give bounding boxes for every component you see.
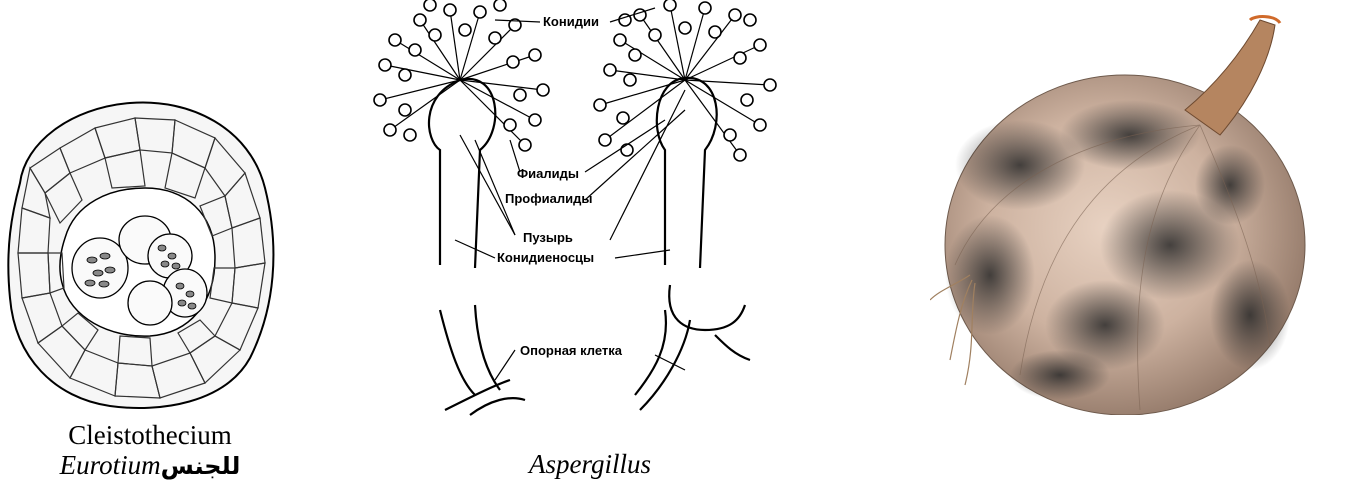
label-foot-cell: Опорная клетка xyxy=(520,343,623,358)
label-prophialides: Профиалиды xyxy=(505,191,592,206)
cleistothecium-drawing xyxy=(0,88,290,418)
genus-name: Eurotium xyxy=(60,450,161,480)
aspergillus-caption: Aspergillus xyxy=(440,449,740,479)
label-conidiophores: Конидиеносцы xyxy=(497,250,594,265)
arabic-text: للجنس xyxy=(161,452,241,480)
label-conidia: Конидии xyxy=(543,14,599,29)
caption-line-1: Cleistothecium xyxy=(10,420,290,450)
onion-photo xyxy=(930,15,1340,415)
label-vesicle: Пузырь xyxy=(523,230,573,245)
cleistothecium-caption: Cleistothecium Eurotiumللجنس xyxy=(10,420,290,481)
label-phialides: Фиалиды xyxy=(517,166,579,181)
caption-line-2: Eurotiumللجنس xyxy=(10,450,290,481)
aspergillus-diagram: Конидии Фиалиды Профиалиды Пузырь Кониди… xyxy=(365,0,785,420)
